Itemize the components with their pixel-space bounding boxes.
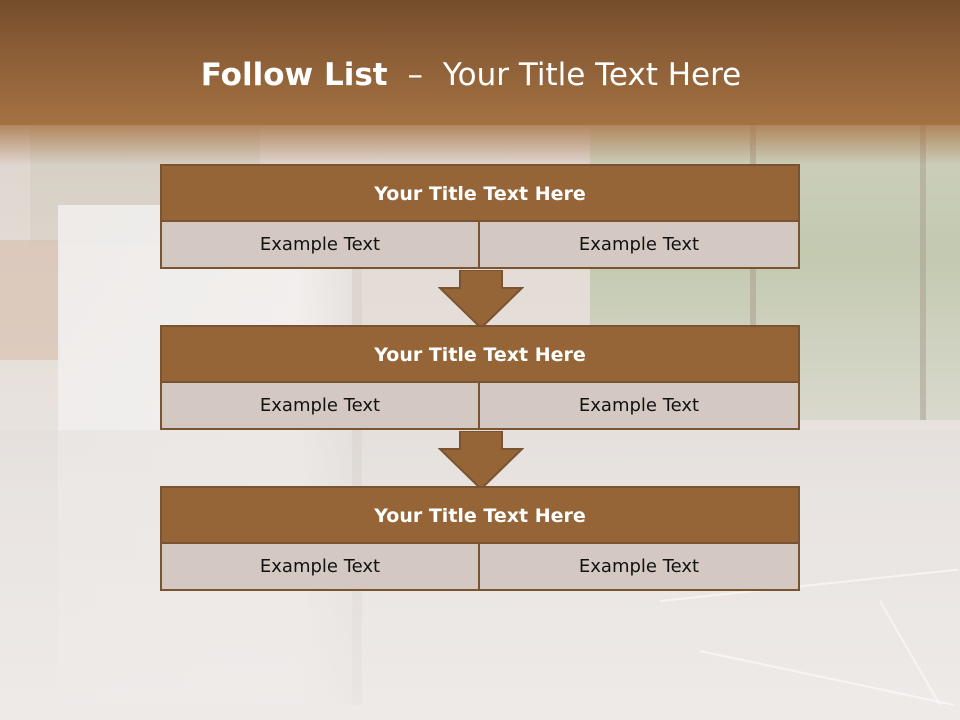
block-title: Your Title Text Here — [162, 327, 798, 383]
header-band-solid — [0, 0, 960, 125]
down-arrow-icon — [438, 270, 524, 330]
block-cell-right: Example Text — [578, 234, 700, 255]
block-cell-left: Example Text — [162, 222, 480, 267]
slide-title-rest: Your Title Text Here — [442, 57, 742, 93]
follow-list-block-1: Your Title Text Here Example Text Exampl… — [160, 164, 800, 269]
block-cell-right: Example Text — [578, 556, 700, 577]
slide-title-bold: Follow List — [200, 57, 388, 93]
background-wall — [0, 240, 60, 360]
block-cell-left: Example Text — [162, 544, 480, 589]
slide-title-dash: – — [407, 57, 423, 93]
follow-list-block-3: Your Title Text Here Example Text Exampl… — [160, 486, 800, 591]
down-arrow-icon — [438, 431, 524, 491]
slide-title: Follow List – Your Title Text Here — [0, 54, 960, 96]
block-title: Your Title Text Here — [162, 488, 798, 544]
block-title: Your Title Text Here — [162, 166, 798, 222]
follow-list-block-2: Your Title Text Here Example Text Exampl… — [160, 325, 800, 430]
block-cell-left: Example Text — [162, 383, 480, 428]
block-cell-right: Example Text — [578, 395, 700, 416]
